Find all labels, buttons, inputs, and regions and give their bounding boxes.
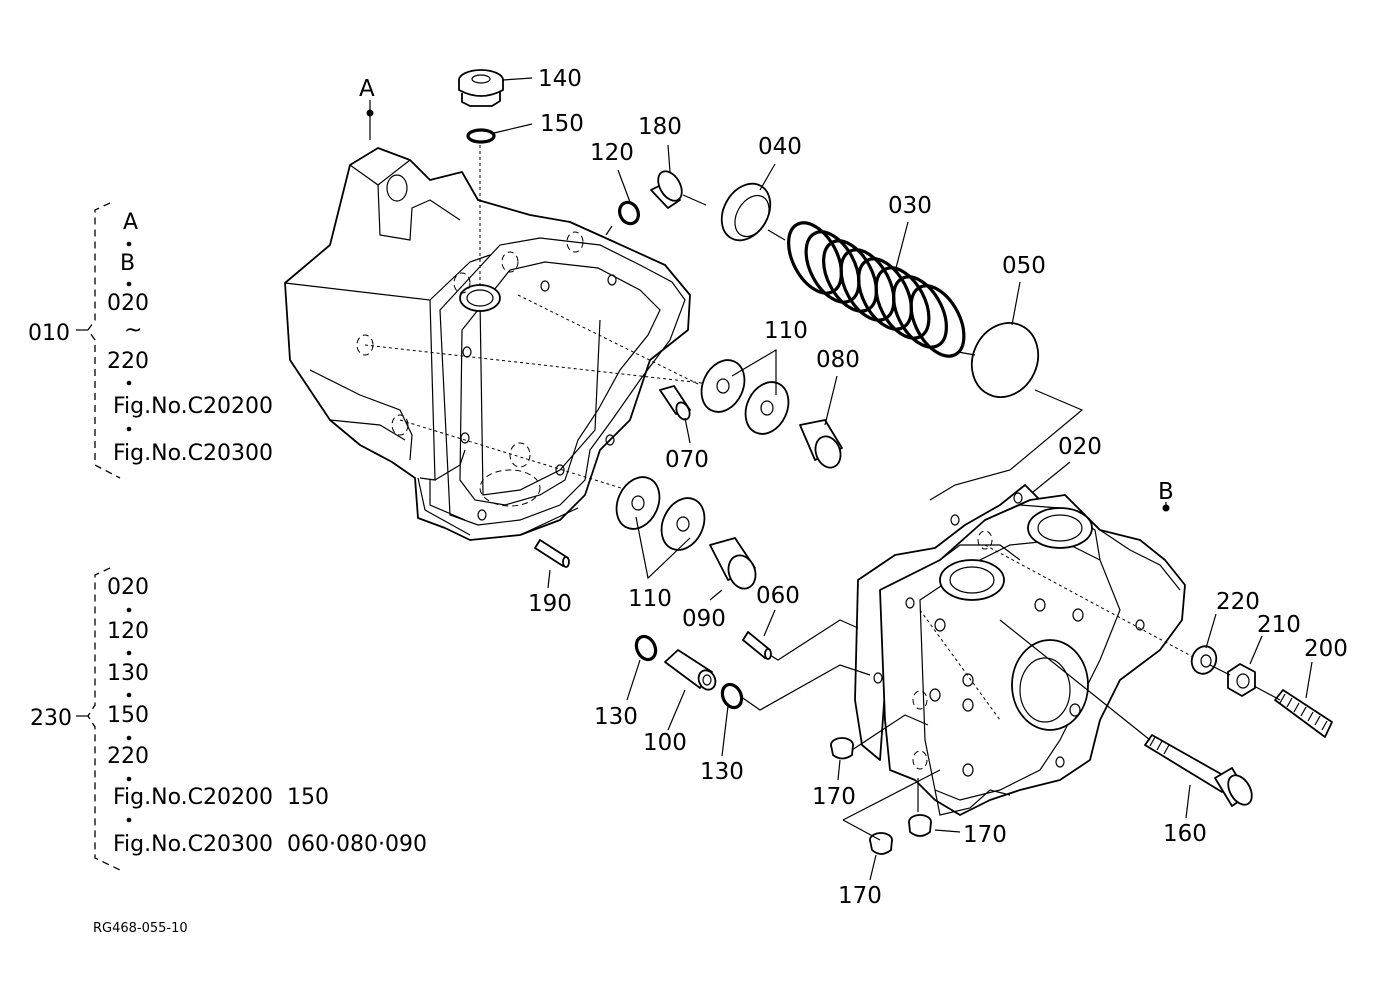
callout-020: 020: [1058, 434, 1102, 460]
assembly-010-line-4: 220: [107, 349, 149, 374]
callout-120: 120: [590, 140, 634, 166]
part-110-shims-upper: [700, 359, 790, 435]
spring-coil: [892, 275, 948, 349]
callout-160: 160: [1163, 821, 1207, 847]
part-140-plug: [458, 69, 504, 107]
callout-110-upper: 110: [764, 318, 808, 344]
callout-060: 060: [756, 583, 800, 609]
callout-130-right: 130: [700, 759, 744, 785]
callout-070: 070: [665, 447, 709, 473]
part-190-pin: [534, 539, 570, 568]
assembly-230-number: 230: [30, 706, 72, 731]
part-170-plug-b: [908, 814, 932, 837]
assembly-230-group: 230 020 120 130 150 220 Fig.No.C20200 15…: [30, 567, 427, 871]
part-070-pin: [659, 385, 691, 421]
view-marker-a: A: [359, 76, 375, 102]
callout-200: 200: [1304, 636, 1348, 662]
spring-coil: [857, 257, 913, 331]
callout-170-right: 170: [963, 822, 1007, 848]
part-210-nut: [1227, 663, 1256, 697]
part-110-shims-lower: [615, 476, 706, 551]
callout-190: 190: [528, 591, 572, 617]
spring-coil: [874, 266, 931, 340]
callout-030: 030: [888, 193, 932, 219]
callout-040: 040: [758, 134, 802, 160]
part-180-plug: [650, 170, 683, 209]
assembly-230-line-5: Fig.No.C20200 150: [113, 785, 329, 810]
assembly-230-line-3: 150: [107, 703, 149, 728]
assembly-230-line-4: 220: [107, 744, 149, 769]
spring-coil: [909, 284, 966, 358]
spring-coil: [822, 239, 878, 313]
part-100-sleeve: [664, 649, 717, 691]
callout-180: 180: [638, 114, 682, 140]
assembly-230-line-2: 130: [107, 661, 149, 686]
spring-coil: [787, 221, 843, 295]
part-030-spring: [787, 221, 966, 358]
part-090-piston: [709, 537, 757, 590]
assembly-lines: [519, 194, 1281, 841]
marker-b-dot: [1162, 504, 1170, 512]
part-080-piston: [799, 419, 843, 469]
spring-coil: [804, 230, 861, 304]
assembly-axis-lines: [364, 145, 1196, 721]
assembly-010-line-3: ~: [124, 318, 142, 343]
callout-050: 050: [1002, 253, 1046, 279]
part-050-disc: [970, 322, 1040, 398]
assembly-010-line-2: 020: [107, 291, 149, 316]
housing-a: [284, 147, 691, 541]
assembly-230-line-0: 020: [107, 575, 149, 600]
callout-170-left: 170: [812, 784, 856, 810]
callout-220: 220: [1216, 589, 1260, 615]
part-150-o-ring: [466, 128, 496, 144]
part-170-plug-a: [830, 737, 854, 760]
part-120-o-ring: [618, 200, 640, 226]
part-220-washer: [1190, 645, 1218, 675]
part-130-o-ring-a: [634, 634, 658, 662]
assembly-010-line-6: Fig.No.C20300: [113, 441, 273, 466]
assembly-010-number: 010: [28, 321, 70, 346]
part-130-o-ring-b: [720, 682, 744, 710]
assembly-010-line-5: Fig.No.C20200: [113, 394, 273, 419]
marker-a-dot: [366, 109, 374, 117]
part-040-spring-seat: [720, 182, 772, 242]
spring-coil: [839, 248, 896, 322]
assembly-010-group: 010 A B 020 ~ 220 Fig.No.C20200 Fig.No.C…: [28, 202, 273, 479]
housing-b: [854, 484, 1186, 816]
view-marker-b: B: [1158, 479, 1174, 505]
callout-170-bottom: 170: [838, 883, 882, 909]
callout-090: 090: [682, 606, 726, 632]
callout-080: 080: [816, 347, 860, 373]
callout-140: 140: [538, 66, 582, 92]
callout-labels: 140 150 120 180 040 030 050 110 080 070 …: [359, 66, 1348, 909]
callout-130-left: 130: [594, 704, 638, 730]
part-060-pin: [742, 631, 772, 660]
callout-100: 100: [643, 730, 687, 756]
callout-110-lower: 110: [628, 586, 672, 612]
callout-150: 150: [540, 111, 584, 137]
assembly-230-line-1: 120: [107, 619, 149, 644]
drawing-code: RG468-055-10: [93, 921, 188, 936]
callout-210: 210: [1257, 612, 1301, 638]
part-170-plug-c: [869, 832, 893, 855]
assembly-230-line-6: Fig.No.C20300 060·080·090: [113, 832, 427, 857]
assembly-010-line-0: A: [123, 210, 138, 235]
part-160-cap-screw: [1144, 734, 1253, 807]
assembly-010-line-1: B: [120, 251, 135, 276]
part-200-bolt: [1274, 689, 1333, 738]
